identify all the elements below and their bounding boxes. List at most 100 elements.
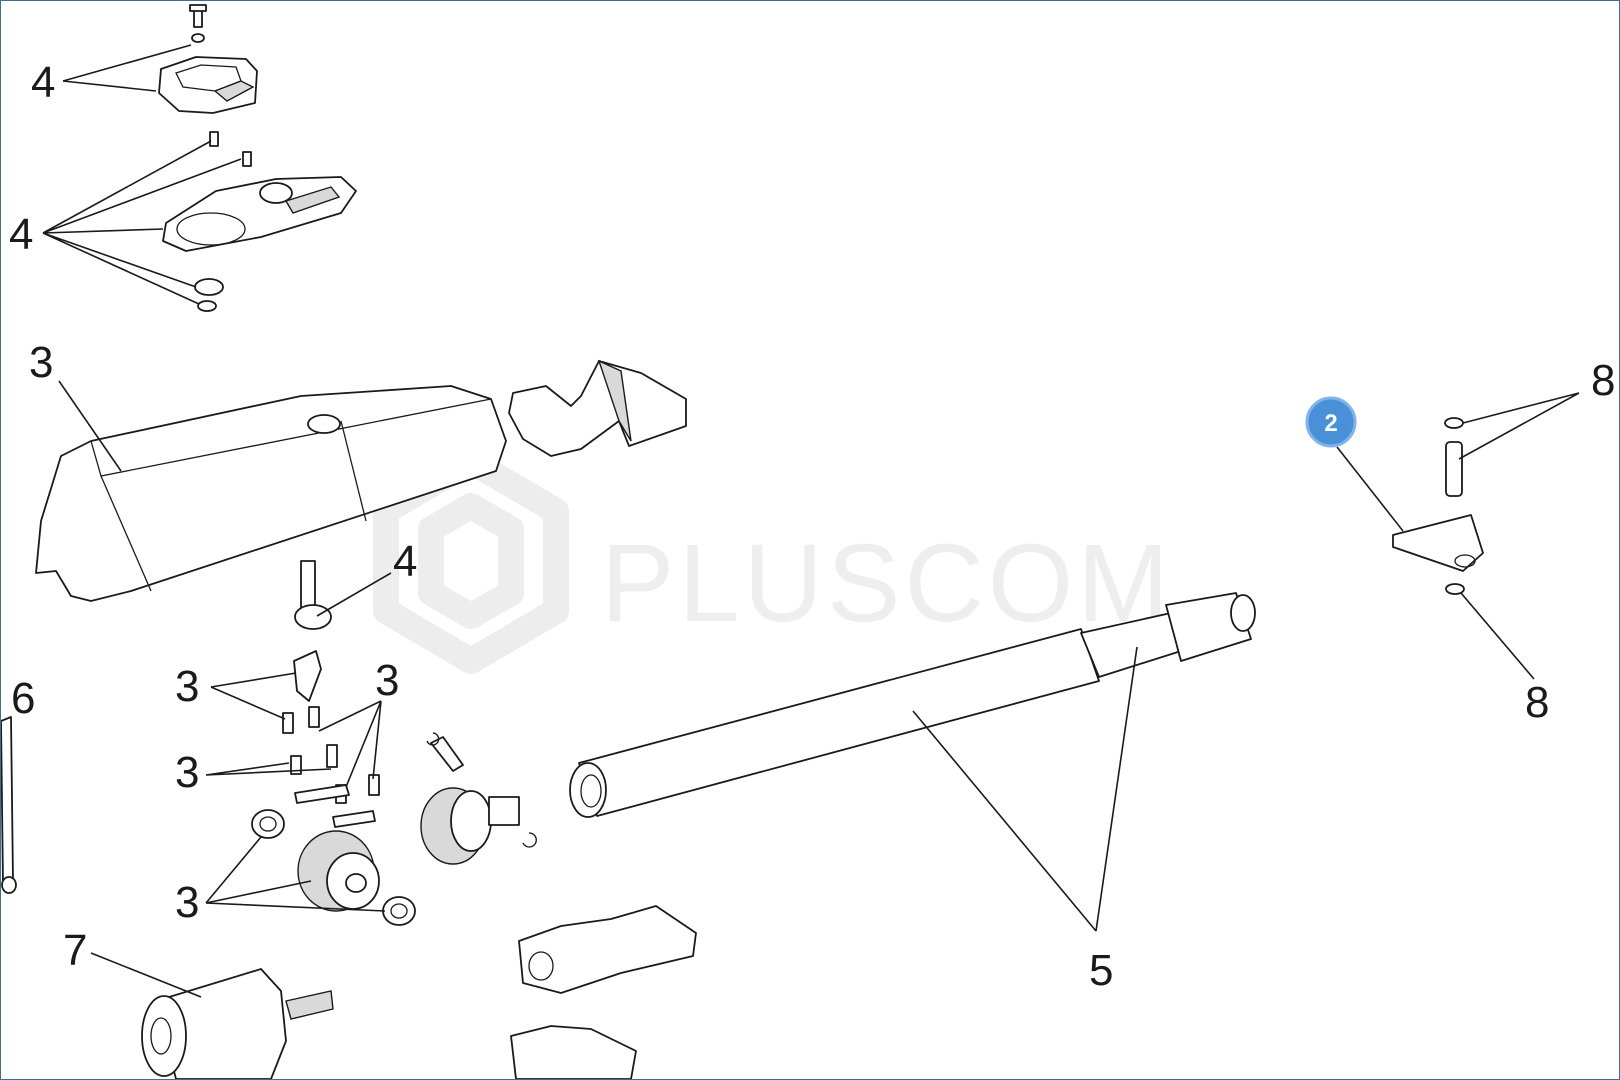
pin-washer-top: [1444, 417, 1464, 429]
plate-screw-2: [242, 151, 252, 167]
callout-8a: 8: [1591, 356, 1615, 405]
outer-tube-bore: [580, 774, 602, 808]
bushing-2: [382, 896, 416, 926]
side-rod-body: [1, 716, 14, 886]
housing-seam: [340, 420, 367, 522]
cover-plate-opening: [176, 212, 246, 246]
leader-3a: [58, 380, 122, 472]
badge-label: 2: [1324, 410, 1337, 437]
small-screw-1: [282, 712, 294, 734]
circlip-2: [522, 832, 537, 848]
badge-circle[interactable]: [1305, 396, 1357, 448]
watermark: PLUSCOM: [373, 448, 1173, 674]
leader-2: [1336, 446, 1404, 532]
outer-tube: [578, 628, 1100, 817]
bracket-lower-2: [510, 1025, 637, 1079]
top-cap-assembly: [158, 4, 258, 114]
motor-worm-shaft: [285, 990, 334, 1020]
mount-bracket: [1392, 514, 1484, 572]
mount-bracket-hole: [1454, 554, 1476, 568]
link-plate-2: [332, 810, 376, 828]
bushing-1: [251, 809, 285, 839]
small-screw-6: [368, 774, 380, 796]
bushing-1-hole: [259, 816, 277, 832]
circlip-1: [426, 732, 440, 746]
bevel-gear-hub: [450, 790, 492, 852]
housing-body: [35, 385, 507, 602]
callouts: 4 4 3 4 6 3 3 3 3 7 5 8 8: [9, 58, 1615, 995]
watermark-hex-icon: [373, 448, 569, 674]
callout-3d: 3: [175, 748, 199, 797]
end-cap-shade: [597, 359, 632, 442]
link-plate-1: [294, 784, 350, 804]
leader-4a: [62, 44, 192, 92]
bracket-arm: [293, 650, 322, 702]
leader-lines: [42, 44, 1580, 998]
o-ring-small: [197, 300, 217, 312]
callout-4c: 4: [393, 537, 417, 586]
end-cap: [508, 360, 687, 457]
cover-plate-vents: [284, 186, 341, 214]
pin: [430, 736, 464, 772]
callout-8b: 8: [1525, 678, 1549, 727]
hinge-pin: [1445, 441, 1463, 497]
motor-end: [141, 995, 187, 1077]
callout-7: 7: [63, 926, 87, 975]
leader-4c: [316, 572, 392, 617]
knob-base: [294, 604, 332, 630]
bottom-brackets: [510, 905, 697, 1079]
side-rod: [1, 716, 17, 894]
selection-badge[interactable]: 2: [1305, 396, 1357, 448]
leader-3c: [318, 700, 382, 788]
callout-3a: 3: [29, 338, 53, 387]
leader-8a: [1458, 392, 1580, 460]
o-ring-large: [194, 278, 224, 296]
cover-plate-button: [259, 182, 293, 204]
spur-gear-shaft: [345, 873, 367, 893]
callout-3b: 3: [175, 662, 199, 711]
motor-end-cap: [150, 1017, 172, 1055]
leader-8b: [1460, 592, 1535, 680]
bracket-lower-1: [518, 905, 697, 994]
callout-6: 6: [11, 674, 35, 723]
knob-part: [294, 560, 332, 630]
top-washer: [191, 33, 205, 43]
callout-3c: 3: [375, 656, 399, 705]
side-rod-end: [1, 876, 17, 894]
leader-4b: [42, 140, 242, 305]
knob-shaft: [300, 560, 316, 610]
mount-bracket-assembly: [1392, 417, 1484, 595]
housing-edge: [100, 475, 152, 592]
pin-washer-bottom: [1445, 583, 1465, 595]
callout-4b: 4: [9, 210, 33, 259]
bracket-lower-1-hole: [528, 951, 554, 981]
small-screw-3: [290, 755, 302, 775]
gear-train: [251, 650, 537, 926]
top-screw-head: [189, 4, 207, 12]
watermark-hex-inner-icon: [418, 493, 524, 629]
leader-3e: [205, 836, 386, 912]
plate-screw-1: [209, 131, 219, 147]
watermark-text: PLUSCOM: [601, 522, 1173, 645]
leader-5: [912, 646, 1138, 932]
motor: [141, 968, 334, 1079]
rod-end-fitting: [1165, 592, 1252, 662]
small-screw-4: [326, 744, 338, 768]
leader-3b: [210, 672, 297, 720]
leader-7: [90, 952, 202, 998]
piston-tube: [569, 592, 1256, 818]
callout-5: 5: [1089, 946, 1113, 995]
housing-plug: [307, 414, 341, 434]
main-housing: [35, 359, 687, 602]
bevel-gear-shaft: [488, 796, 520, 826]
callout-3e: 3: [175, 878, 199, 927]
leader-3d: [205, 762, 332, 776]
cover-plate-assembly: [162, 131, 357, 312]
rod-end-eye: [1230, 594, 1256, 632]
top-cap-shade: [213, 80, 255, 102]
small-screw-2: [308, 706, 320, 728]
callout-4a: 4: [31, 58, 55, 107]
bushing-2-hole: [390, 903, 408, 919]
